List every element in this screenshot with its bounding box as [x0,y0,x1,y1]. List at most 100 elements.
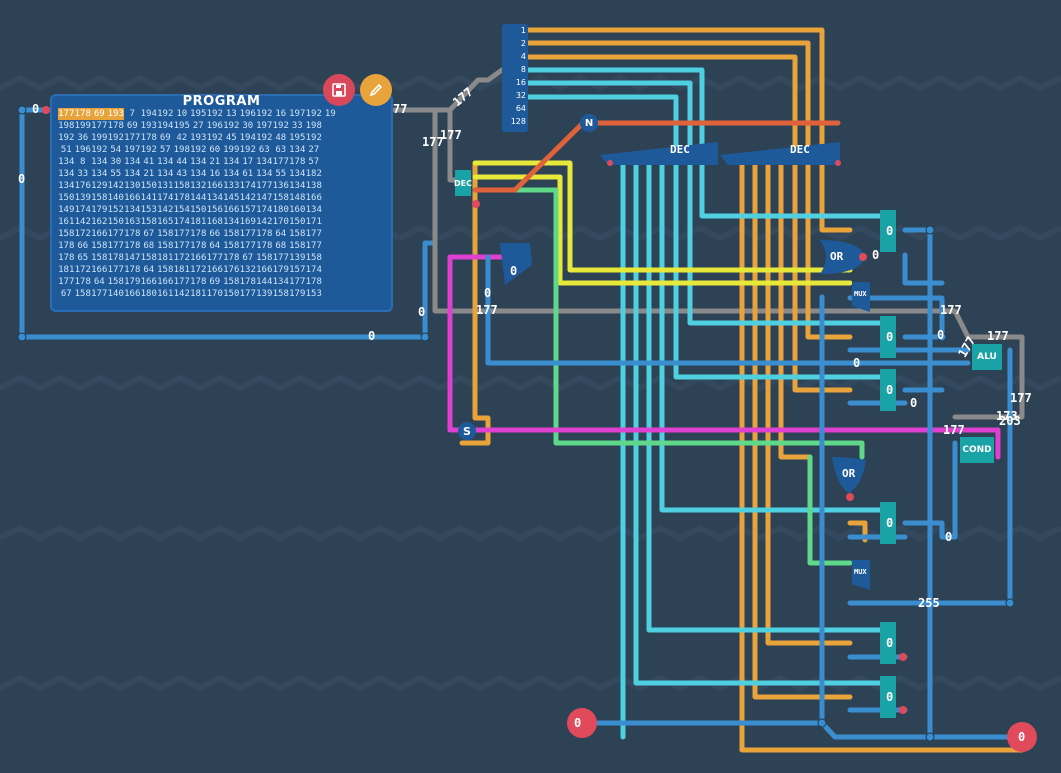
program-cell[interactable]: 166 [223,205,240,215]
program-cell[interactable]: 165 [157,217,174,227]
program-cell[interactable]: 158 [157,241,174,251]
program-cell[interactable]: 178 [124,265,141,275]
program-cell[interactable]: 69 [91,108,108,120]
program-cell[interactable]: 174 [239,181,256,191]
program-cell[interactable]: 16 [275,109,287,119]
program-cell[interactable]: 149 [58,205,75,215]
program-cell[interactable]: 178 [124,241,141,251]
program-cell[interactable]: 13 [225,109,237,119]
edit-button[interactable] [360,74,392,106]
program-cell[interactable]: 69 [126,121,138,131]
program-cell[interactable]: 44 [176,157,188,167]
program-cell[interactable]: 177 [239,241,256,251]
program-cell[interactable]: 64 [209,241,221,251]
program-cell[interactable]: 68 [143,241,155,251]
program-cell[interactable]: 177 [124,133,141,143]
program-cell[interactable]: 178 [190,241,207,251]
program-cell[interactable]: 140 [107,289,124,299]
program-cell[interactable]: 134 [256,169,273,179]
n-node[interactable]: N [580,114,598,132]
program-cell[interactable]: 133 [223,181,240,191]
program-cell[interactable]: 142 [173,289,190,299]
program-cell[interactable]: 166 [124,289,141,299]
program-cell[interactable]: 163 [124,217,141,227]
program-cell[interactable]: 150 [58,193,75,203]
program-cell[interactable]: 181 [157,253,174,263]
program-cell[interactable]: 192 [305,109,322,119]
program-cell[interactable]: 177 [272,157,289,167]
program-cell[interactable]: 17 [242,157,254,167]
program-cell[interactable]: 198 [58,121,75,131]
program-cell[interactable]: 158 [223,277,240,287]
program-cell[interactable]: 193 [107,108,124,120]
program-cell[interactable]: 150 [223,289,240,299]
program-cell[interactable]: 166 [206,265,223,275]
program-cell[interactable]: 178 [289,157,306,167]
program-cell[interactable]: 132 [239,265,256,275]
program-cell[interactable]: 177 [239,229,256,239]
program-cell[interactable]: 142 [74,217,91,227]
program-cell[interactable]: 136 [272,181,289,191]
program-cell[interactable]: 170 [206,289,223,299]
program-cell[interactable]: 134 [124,205,141,215]
program-cell[interactable]: 177 [256,181,273,191]
program-cell[interactable]: 69 [209,277,221,287]
program-cell[interactable]: 134 [272,277,289,287]
program-cell[interactable]: 194 [239,133,256,143]
program-cell[interactable]: 67 [242,253,254,263]
program-cell[interactable]: 10 [176,109,188,119]
program-cell[interactable]: 144 [190,193,207,203]
decoder-b-body[interactable] [720,142,840,165]
wire-blue-right-network[interactable] [485,227,1013,740]
program-cell[interactable]: 192 [157,109,174,119]
program-cell[interactable]: 139 [289,253,306,263]
or-gate-top-body[interactable] [820,240,865,274]
program-cell[interactable]: 169 [239,217,256,227]
program-cell[interactable]: 178 [173,193,190,203]
program-cell[interactable]: 131 [157,181,174,191]
program-cell[interactable]: 134 [289,169,306,179]
program-cell[interactable]: 27 [192,121,204,131]
program-cell[interactable]: 179 [289,289,306,299]
program-cell[interactable]: 178 [140,133,157,143]
program-cell[interactable]: 199 [223,145,240,155]
program-cell[interactable]: 195 [173,121,190,131]
program-cell[interactable]: 195 [289,133,306,143]
program-cell[interactable]: 134 [223,169,240,179]
program-cell[interactable]: 142 [107,181,124,191]
program-cell[interactable]: 178 [74,108,91,120]
program-cell[interactable]: 142 [256,217,273,227]
or-gate-top[interactable]: OR [830,250,844,263]
program-cell[interactable]: 142 [239,193,256,203]
program-cell[interactable]: 144 [256,277,273,287]
program-cell[interactable]: 156 [206,205,223,215]
program-cell[interactable]: 192 [239,145,256,155]
program-cell[interactable]: 166 [206,181,223,191]
program-cell[interactable]: 154 [173,205,190,215]
program-cell[interactable]: 158 [157,229,174,239]
program-cell[interactable]: 153 [305,289,322,299]
program-cell[interactable]: 194 [140,109,157,119]
program-cell[interactable]: 178 [305,277,322,287]
program-cell[interactable]: 33 [77,169,89,179]
program-cell[interactable]: 134 [190,169,207,179]
program-cell[interactable]: 139 [74,193,91,203]
program-cell[interactable]: 192 [206,133,223,143]
register-boxes[interactable] [880,210,896,718]
program-cell[interactable]: 172 [74,229,91,239]
program-cell[interactable]: 178 [223,253,240,263]
program-cell[interactable]: 55 [110,169,122,179]
program-cell[interactable]: 158 [289,241,306,251]
cond-component[interactable]: COND [960,437,994,463]
program-cell[interactable]: 181 [58,265,75,275]
program-cell[interactable]: 198 [173,145,190,155]
program-cell[interactable]: 177 [239,289,256,299]
program-cell[interactable]: 158 [256,253,273,263]
program-cell[interactable]: 192 [256,109,273,119]
program-cell[interactable]: 166 [157,277,174,287]
wire-cyan-bus[interactable] [525,67,883,740]
program-cell[interactable]: 134 [91,157,108,167]
program-cell[interactable]: 19 [324,109,336,119]
program-cell[interactable]: 192 [223,121,240,131]
